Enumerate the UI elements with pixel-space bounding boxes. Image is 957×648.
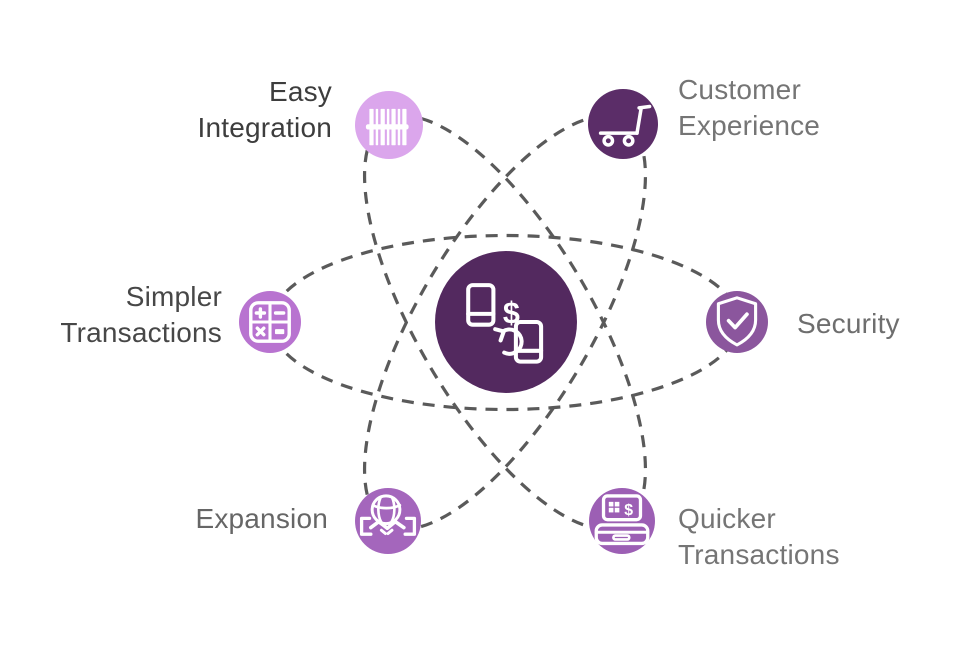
cash-register-icon: $ [594,494,650,546]
node-simpler-transactions [239,291,301,353]
dollar-glyph: $ [503,296,520,330]
shield-check-icon [716,296,758,347]
expansion-circle [355,488,421,554]
phone-money-exchange-icon: $ [466,283,544,364]
node-center: $ [435,251,577,393]
node-customer-experience [588,89,658,159]
label-security: Security [797,308,900,339]
label-quicker-transactions: Quicker Transactions [678,503,840,570]
handshake-globe-icon [359,494,417,536]
register-dollar-glyph: $ [624,502,633,519]
label-expansion: Expansion [195,503,328,534]
label-simpler-transactions: Simpler Transactions [60,281,222,348]
label-easy-integration: Easy Integration [197,76,332,143]
barcode-icon [365,108,409,146]
shopping-cart-icon [598,104,652,147]
node-expansion [355,488,421,554]
node-security [706,291,768,353]
label-customer-experience: Customer Experience [678,74,821,141]
customer-experience-circle [588,89,658,159]
node-quicker-transactions: $ [589,488,655,554]
security-circle [706,291,768,353]
calculator-icon [249,301,291,343]
node-easy-integration [355,91,423,159]
